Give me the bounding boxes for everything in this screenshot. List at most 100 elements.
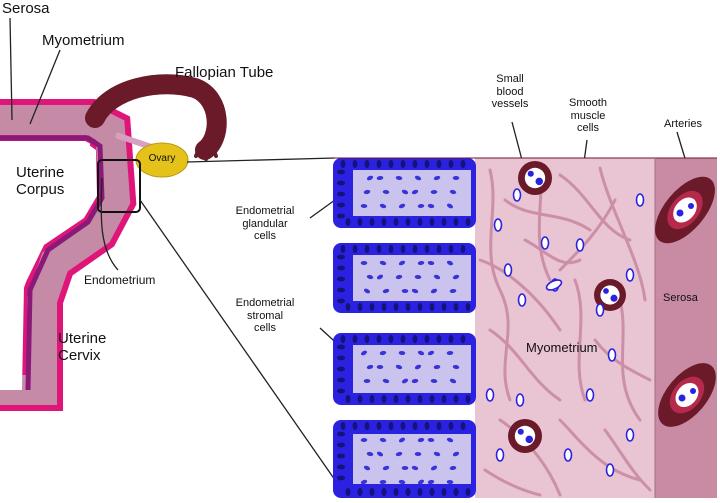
stromal-cell <box>433 451 441 457</box>
epithelial-nucleus <box>460 245 466 253</box>
stromal-cell <box>446 350 454 356</box>
smooth-muscle-cell <box>607 348 617 362</box>
uterine-corpus-label: Uterine Corpus <box>16 164 65 199</box>
stromal-cell <box>446 203 454 209</box>
stromal-cell <box>363 288 371 294</box>
epithelial-nucleus <box>448 160 454 168</box>
stromal-cell <box>360 350 368 356</box>
stromal-cell <box>430 465 438 471</box>
stromal-cell <box>452 176 460 180</box>
stromal-cell <box>414 364 422 370</box>
stromal-cell <box>446 260 454 266</box>
small-blood-vessel-lumen <box>600 285 620 305</box>
epithelial-nucleus <box>417 218 423 226</box>
stromal-cell <box>376 451 384 457</box>
stromal-cell <box>366 175 374 181</box>
epithelial-nucleus <box>412 160 418 168</box>
epithelial-nucleus <box>448 335 454 343</box>
stromal-cell <box>398 350 406 356</box>
smooth-muscle-cell <box>605 463 615 477</box>
epithelial-nucleus <box>417 303 423 311</box>
stromal-cell <box>366 274 374 280</box>
epithelial-nucleus <box>337 169 345 175</box>
epithelial-nucleus <box>340 245 346 253</box>
serosa-top-label: Serosa <box>2 0 50 17</box>
epithelial-nucleus <box>369 395 375 403</box>
stromal-cell <box>411 378 419 384</box>
epithelial-nucleus <box>381 395 387 403</box>
small-blood-vessel-lumen <box>524 167 546 189</box>
epithelial-nucleus <box>405 488 411 496</box>
stromal-cell <box>414 274 422 280</box>
stromal-cell <box>376 175 384 181</box>
stromal-cell <box>366 364 374 370</box>
small-blood-vessel-cell <box>535 177 543 186</box>
epithelial-nucleus <box>364 335 370 343</box>
epithelial-nucleus <box>364 422 370 430</box>
epithelial-nucleus <box>424 160 430 168</box>
gland-4-lumen <box>353 434 471 484</box>
epithelial-nucleus <box>364 245 370 253</box>
fallopian-tube-label: Fallopian Tube <box>175 64 274 81</box>
epithelial-nucleus <box>388 422 394 430</box>
serosa-zoom-label: Serosa <box>663 292 698 304</box>
epithelial-nucleus <box>337 202 345 208</box>
epithelial-nucleus <box>436 422 442 430</box>
stromal-cell <box>398 437 406 443</box>
stromal-cell <box>382 378 390 384</box>
epithelial-nucleus <box>400 422 406 430</box>
stromal-cell <box>376 274 384 280</box>
epithelial-nucleus <box>352 160 358 168</box>
stromal-cells-label: Endometrial stromal cells <box>235 297 295 335</box>
epithelial-nucleus <box>465 303 471 311</box>
stromal-cell <box>366 451 374 457</box>
epithelial-nucleus <box>393 303 399 311</box>
epithelial-nucleus <box>460 335 466 343</box>
stromal-cell <box>379 479 387 485</box>
stromal-cell <box>411 288 419 294</box>
artery-cell <box>690 388 696 394</box>
stromal-cell <box>417 479 425 485</box>
myometrium-top-label: Myometrium <box>42 32 125 49</box>
epithelial-nucleus <box>424 245 430 253</box>
stromal-cell <box>449 465 457 471</box>
myometrium-tissue <box>475 158 655 498</box>
stromal-cell <box>382 189 390 195</box>
epithelial-nucleus <box>369 303 375 311</box>
epithelial-nucleus <box>465 395 471 403</box>
epithelial-nucleus <box>429 303 435 311</box>
artery-cell <box>688 203 694 209</box>
stromal-cell <box>363 378 371 384</box>
stromal-cell <box>430 288 438 294</box>
epithelial-nucleus <box>436 160 442 168</box>
epithelial-nucleus <box>337 431 345 437</box>
stromal-cell <box>379 350 387 356</box>
cell-nuclei <box>337 160 645 496</box>
blood-vessels <box>508 161 716 453</box>
smooth-muscle-cell <box>585 388 595 402</box>
epithelial-nucleus <box>460 422 466 430</box>
stromal-cell <box>360 479 368 485</box>
epithelial-nucleus <box>465 218 471 226</box>
epithelial-nucleus <box>364 160 370 168</box>
epithelial-nucleus <box>412 245 418 253</box>
gland-3-lumen <box>353 345 471 393</box>
epithelial-nucleus <box>337 388 345 394</box>
epithelial-nucleus <box>337 213 345 219</box>
epithelial-nucleus <box>441 488 447 496</box>
epithelial-nucleus <box>424 335 430 343</box>
epithelial-nucleus <box>337 298 345 304</box>
epithelial-nucleus <box>337 191 345 197</box>
epithelial-nucleus <box>465 488 471 496</box>
stromal-cell <box>446 479 454 485</box>
stromal-cell <box>401 465 409 471</box>
stromal-cell <box>395 274 403 280</box>
epithelial-nucleus <box>436 335 442 343</box>
epithelial-nucleus <box>357 218 363 226</box>
stromal-cell <box>382 465 390 471</box>
stromal-cell <box>395 364 403 370</box>
epithelial-nucleus <box>388 160 394 168</box>
smooth-muscle-cell <box>635 193 645 207</box>
fallopian-tube <box>85 74 227 160</box>
epithelial-nucleus <box>345 395 351 403</box>
